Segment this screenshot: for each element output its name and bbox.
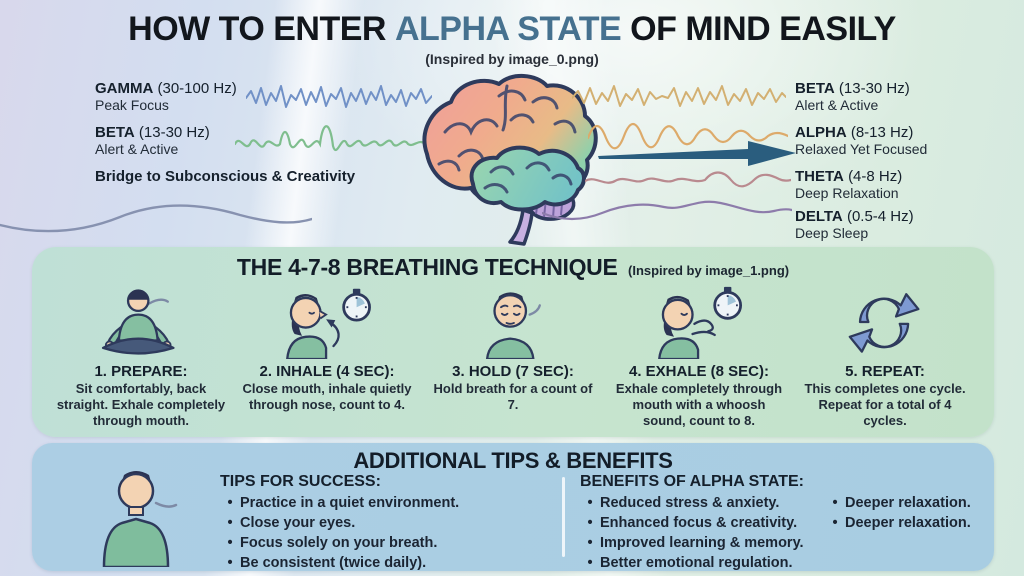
wave-desc: Deep Relaxation <box>795 185 899 201</box>
bullet-dot: • <box>227 535 233 551</box>
column-divider <box>562 477 565 557</box>
wave-desc: Relaxed Yet Focused <box>795 141 928 157</box>
tip-item: •Focus solely on your breath. <box>220 533 550 553</box>
brainwave-label-theta: THETA (4-8 Hz) Deep Relaxation <box>795 168 902 201</box>
tips-for-success: TIPS FOR SUCCESS: •Practice in a quiet e… <box>220 473 550 573</box>
alpha-direction-arrow <box>598 141 796 166</box>
step-desc: Exhale completely through mouth with a w… <box>615 381 783 428</box>
brainwave-label-beta-left: BETA (13-30 Hz) Alert & Active <box>95 124 210 157</box>
bullet-dot: • <box>832 515 838 531</box>
delta-wave-line <box>542 200 792 221</box>
step-desc: Sit comfortably, back straight. Exhale c… <box>56 381 226 428</box>
step-hold: 3. HOLD (7 SEC): Hold breath for a count… <box>420 283 606 429</box>
title-highlight: ALPHA STATE <box>394 10 622 48</box>
hold-breath-face-icon <box>428 283 598 359</box>
wave-name: GAMMA <box>95 80 154 97</box>
wave-name: BETA <box>95 124 135 141</box>
wave-range: (8-13 Hz) <box>850 124 914 141</box>
breathing-steps: 1. PREPARE: Sit comfortably, back straig… <box>32 281 994 429</box>
bullet-dot: • <box>227 495 233 511</box>
bullet-dot: • <box>587 535 593 551</box>
wave-desc: Alert & Active <box>95 141 179 157</box>
repeat-cycle-icon <box>800 283 970 359</box>
benefit-item: •Enhanced focus & creativity. <box>580 513 825 533</box>
alpha-wave-line <box>588 122 788 150</box>
beta-wave-line-left <box>235 125 427 152</box>
benefits-heading: BENEFITS OF ALPHA STATE: <box>580 473 804 490</box>
brain-illustration <box>422 74 598 246</box>
inhale-nose-stopwatch-icon <box>242 283 412 359</box>
benefits-column-2: •Deeper relaxation. •Deeper relaxation. <box>825 493 995 573</box>
meditating-person-icon <box>56 283 226 359</box>
bridge-note: Bridge to Subconscious & Creativity <box>95 168 356 185</box>
title-post: OF MIND EASILY <box>630 10 896 48</box>
benefit-item: •Improved learning & memory. <box>580 533 825 553</box>
brainwave-section: GAMMA (30-100 Hz) Peak Focus BETA (13-30… <box>0 70 1024 248</box>
bullet-dot: • <box>587 495 593 511</box>
tip-item: •Close your eyes. <box>220 513 550 533</box>
slow-wave-line-left <box>0 204 312 233</box>
step-title: 3. HOLD (7 SEC): <box>452 363 574 380</box>
bullet-dot: • <box>227 555 233 571</box>
wave-range: (13-30 Hz) <box>138 124 210 141</box>
beta-wave-line-right <box>572 85 786 107</box>
breathing-subtitle-text: (Inspired by image_1.png) <box>628 263 790 278</box>
wave-name: THETA <box>795 168 844 185</box>
tip-item: •Practice in a quiet environment. <box>220 493 550 513</box>
wave-desc: Peak Focus <box>95 97 169 113</box>
step-desc: Hold breath for a count of 7. <box>433 381 593 412</box>
step-title: 5. REPEAT: <box>845 363 925 380</box>
breathing-technique-panel: THE 4-7-8 BREATHING TECHNIQUE (Inspired … <box>32 247 994 437</box>
additional-panel-title: ADDITIONAL TIPS & BENEFITS <box>353 448 673 473</box>
benefits-of-alpha-state: BENEFITS OF ALPHA STATE: •Reduced stress… <box>580 473 1000 573</box>
bullet-dot: • <box>832 495 838 511</box>
benefit-item: •Better emotional regulation. <box>580 553 825 573</box>
title-pre: HOW TO ENTER <box>128 10 386 48</box>
gamma-wave-line <box>246 85 432 108</box>
brainwave-label-gamma: GAMMA (30-100 Hz) Peak Focus <box>95 80 237 113</box>
benefits-column-1: •Reduced stress & anxiety. •Enhanced foc… <box>580 493 825 573</box>
wave-name: ALPHA <box>795 124 847 141</box>
breathing-panel-title: THE 4-7-8 BREATHING TECHNIQUE (Inspired … <box>32 254 994 281</box>
exhale-mouth-stopwatch-icon <box>614 283 784 359</box>
wave-desc: Deep Sleep <box>795 225 869 241</box>
wave-name: BETA <box>795 80 835 97</box>
wave-range: (4-8 Hz) <box>848 168 903 185</box>
title-subtitle: (Inspired by image_0.png) <box>425 50 599 67</box>
step-title: 4. EXHALE (8 SEC): <box>628 363 770 380</box>
tips-heading: TIPS FOR SUCCESS: <box>220 473 381 490</box>
breathing-title-text: THE 4-7-8 BREATHING TECHNIQUE <box>236 254 618 280</box>
step-exhale: 4. EXHALE (8 SEC): Exhale completely thr… <box>606 283 792 429</box>
wave-desc: Alert & Active <box>795 97 879 113</box>
bullet-dot: • <box>227 515 233 531</box>
benefit-item: •Reduced stress & anxiety. <box>580 493 825 513</box>
tip-item: •Be consistent (twice daily). <box>220 553 550 573</box>
wave-name: DELTA <box>795 208 843 225</box>
step-inhale: 2. INHALE (4 SEC): Close mouth, inhale q… <box>234 283 420 429</box>
step-repeat: 5. REPEAT: This completes one cycle. Rep… <box>792 283 978 429</box>
benefit-item: •Deeper relaxation. <box>825 513 995 533</box>
step-desc: This completes one cycle. Repeat for a t… <box>804 381 966 428</box>
wave-range: (13-30 Hz) <box>838 80 910 97</box>
brainwave-label-alpha: ALPHA (8-13 Hz) Relaxed Yet Focused <box>795 124 927 157</box>
bullet-dot: • <box>587 555 593 571</box>
step-title: 1. PREPARE: <box>94 363 188 380</box>
step-desc: Close mouth, inhale quietly through nose… <box>242 381 412 412</box>
wave-range: (0.5-4 Hz) <box>846 208 914 225</box>
step-title: 2. INHALE (4 SEC): <box>259 363 395 380</box>
theta-wave-line <box>585 171 791 188</box>
brainwave-label-delta: DELTA (0.5-4 Hz) Deep Sleep <box>795 208 914 241</box>
additional-tips-panel: ADDITIONAL TIPS & BENEFITS TIPS FOR SUCC… <box>32 443 994 571</box>
step-prepare: 1. PREPARE: Sit comfortably, back straig… <box>48 283 234 429</box>
wave-range: (30-100 Hz) <box>157 80 237 97</box>
breathing-person-icon <box>102 471 178 567</box>
brainwave-label-beta-right: BETA (13-30 Hz) Alert & Active <box>795 80 910 113</box>
bullet-dot: • <box>587 515 593 531</box>
benefit-item: •Deeper relaxation. <box>825 493 995 513</box>
